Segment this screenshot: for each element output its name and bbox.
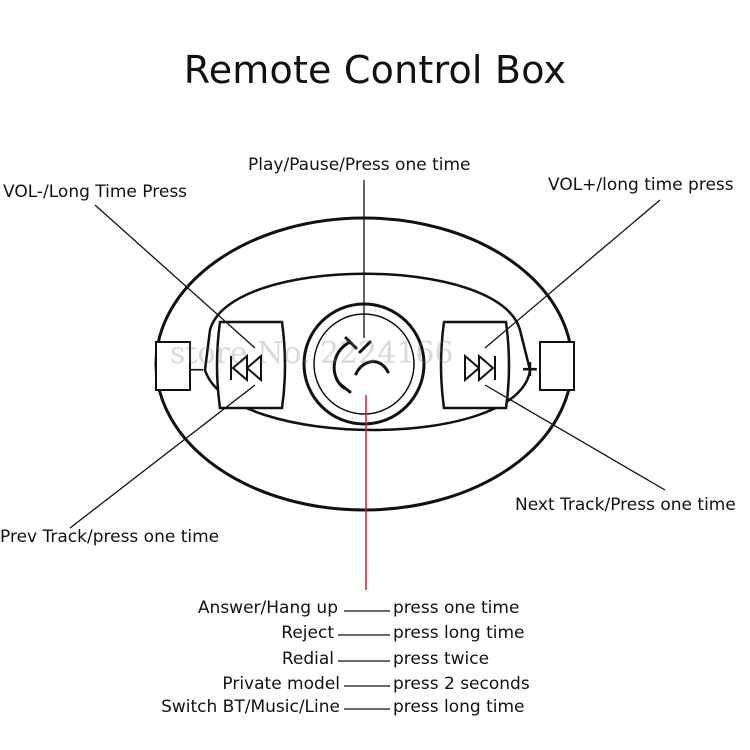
watermark-text: store No. 2224166 [170,336,454,371]
function-action-switch: press long time [393,697,525,717]
function-name-answer: Answer/Hang up [197,598,338,618]
diagram-title: Remote Control Box [183,48,567,92]
label-vol-down: VOL-/Long Time Press [3,182,188,202]
remote-inner-panel [203,272,532,432]
phone-handset-icon [332,336,390,394]
leader-line-vol-up [484,199,661,349]
function-action-redial: press twice [393,649,490,669]
function-name-redial: Redial [281,649,334,669]
leader-line-next-track [484,384,666,491]
right-side-tab [539,341,575,391]
plus-symbol: + [521,357,539,382]
function-name-switch: Switch BT/Music/Line [161,697,340,717]
label-next-track: Next Track/Press one time [515,495,736,515]
leader-line-prev-track [69,384,256,529]
label-vol-up: VOL+/long time press [548,175,734,195]
leader-line-vol-down [94,204,256,349]
label-prev-track: Prev Track/press one time [0,527,220,547]
left-side-tab [155,341,191,391]
function-name-private-model: Private model [222,674,340,694]
function-action-reject: press long time [393,623,525,643]
function-action-private-model: press 2 seconds [393,674,530,694]
skip-forward-icon [464,353,496,383]
label-play-pause: Play/Pause/Press one time [248,155,471,175]
function-action-answer: press one time [393,598,520,618]
skip-back-icon [230,353,262,383]
minus-symbol: − [189,357,206,381]
function-name-reject: Reject [281,623,334,643]
